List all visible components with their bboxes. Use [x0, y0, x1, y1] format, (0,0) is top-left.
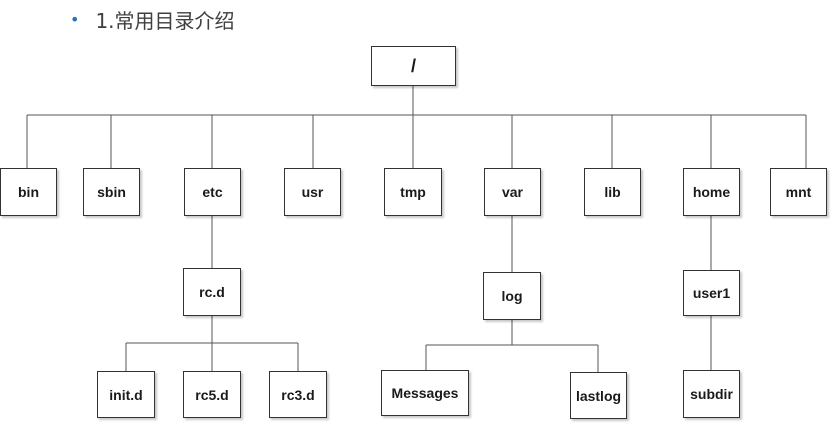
node-bin: bin	[0, 168, 57, 216]
node-sbin: sbin	[83, 168, 140, 216]
slide-title: 1.常用目录介绍	[95, 8, 235, 33]
node-var: var	[484, 168, 541, 216]
node-messages: Messages	[381, 370, 469, 416]
node-home: home	[683, 168, 740, 216]
node-etc: etc	[184, 168, 241, 216]
node-rc3d: rc3.d	[269, 371, 327, 418]
node-rcd: rc.d	[183, 268, 241, 316]
node-log: log	[483, 272, 541, 320]
node-usr: usr	[284, 168, 341, 216]
node-lastlog: lastlog	[570, 372, 627, 419]
node-initd: init.d	[97, 371, 155, 418]
node-lib: lib	[584, 168, 641, 216]
node-mnt: mnt	[770, 168, 827, 216]
node-subdir: subdir	[683, 370, 740, 418]
node-rc5d: rc5.d	[183, 371, 241, 418]
slide-heading: • 1.常用目录介绍	[70, 4, 235, 34]
node-root: /	[371, 46, 456, 86]
bullet-icon: •	[70, 9, 80, 29]
node-user1: user1	[683, 270, 740, 316]
node-tmp: tmp	[384, 168, 442, 216]
